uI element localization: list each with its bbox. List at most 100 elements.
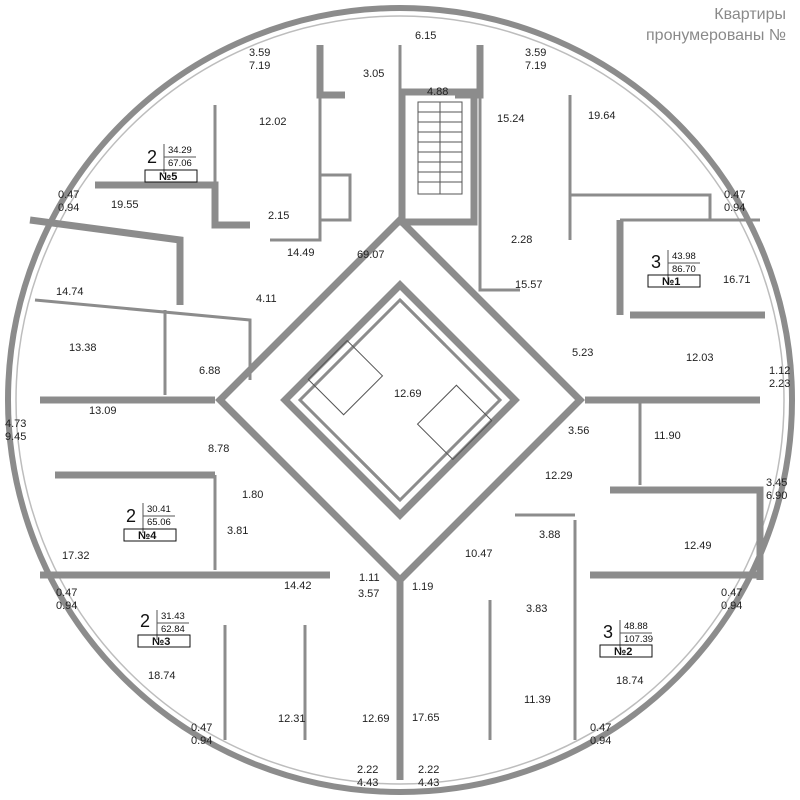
apt-1-total: 86.70 <box>672 264 696 275</box>
area-label: 12.02 <box>259 116 287 128</box>
area-label: 19.64 <box>588 110 616 122</box>
area-label: 0.47 <box>590 722 611 734</box>
area-label: 15.24 <box>497 113 525 125</box>
area-label: 6.88 <box>199 365 220 377</box>
area-label: 6.15 <box>415 30 436 42</box>
area-label: 6.90 <box>766 490 787 502</box>
apt-5-living: 34.29 <box>168 145 192 156</box>
corridor-ring <box>215 215 585 585</box>
area-label: 0.94 <box>724 202 745 214</box>
area-label: 12.29 <box>545 470 573 482</box>
apt-4-rooms: 2 <box>126 506 136 526</box>
apt-5-rooms: 2 <box>147 147 157 167</box>
apartment-badge-4: 2 30.41 65.06 №4 <box>123 503 177 542</box>
area-label: 11.90 <box>654 430 681 442</box>
area-label: 0.94 <box>191 735 212 747</box>
area-label: 12.03 <box>686 352 714 364</box>
area-label: 5.23 <box>572 347 593 359</box>
apt-4-living: 30.41 <box>147 504 171 515</box>
apt-4-total: 65.06 <box>147 517 171 528</box>
area-label: 10.47 <box>465 548 493 560</box>
outer-wall <box>5 5 795 795</box>
area-label: 4.43 <box>357 777 378 789</box>
area-label: 12.69 <box>362 713 390 725</box>
room-area-labels: 6.15 3.59 7.19 3.59 7.19 3.05 4.88 12.02… <box>5 30 790 789</box>
area-label: 3.45 <box>766 477 787 489</box>
central-diamond <box>280 280 520 520</box>
apt-1-rooms: 3 <box>651 252 661 272</box>
area-label: 18.74 <box>148 670 176 682</box>
area-label: 3.05 <box>363 68 384 80</box>
area-label: 1.12 <box>769 365 790 377</box>
area-label: 3.59 <box>525 47 546 59</box>
area-label: 14.49 <box>287 247 315 259</box>
area-label: 2.28 <box>511 234 532 246</box>
area-label: 13.38 <box>69 342 97 354</box>
area-label: 0.47 <box>58 189 79 201</box>
apartment-badge-1: 3 43.98 86.70 №1 <box>647 250 701 288</box>
apt-4-label: №4 <box>138 530 157 542</box>
apartment-badge-2: 3 48.88 107.39 №2 <box>599 620 653 658</box>
area-label: 12.31 <box>278 713 306 725</box>
area-label: 0.47 <box>56 587 77 599</box>
partition-walls <box>29 45 765 780</box>
area-label: 3.59 <box>249 47 270 59</box>
apartment-badge-3: 2 31.43 62.84 №3 <box>137 610 191 648</box>
area-label: 2.23 <box>769 378 790 390</box>
area-label: 0.94 <box>590 735 611 747</box>
area-label: 16.71 <box>723 274 751 286</box>
area-label: 19.55 <box>111 199 139 211</box>
area-label: 0.47 <box>191 722 212 734</box>
area-label: 0.94 <box>58 202 79 214</box>
area-label: 4.43 <box>418 777 439 789</box>
area-label: 11.39 <box>524 694 551 706</box>
area-label: 2.15 <box>268 210 289 222</box>
apt-2-label: №2 <box>614 646 632 658</box>
area-label: 17.65 <box>412 712 440 724</box>
legend-line-1: Квартиры <box>714 6 786 23</box>
area-label: 1.11 <box>359 572 380 584</box>
area-label: 14.74 <box>56 286 84 298</box>
apt-5-total: 67.06 <box>168 158 192 169</box>
outer-glazing <box>15 15 785 785</box>
area-label: 15.57 <box>515 279 543 291</box>
area-label: 0.47 <box>721 587 742 599</box>
area-label: 13.09 <box>89 405 117 417</box>
area-label: 0.94 <box>56 600 77 612</box>
area-label: 7.19 <box>249 60 270 72</box>
area-label: 12.69 <box>394 388 422 400</box>
area-label: 2.22 <box>357 764 378 776</box>
area-label: 69.07 <box>357 249 385 261</box>
area-label: 7.19 <box>525 60 546 72</box>
area-label: 17.32 <box>62 550 90 562</box>
stair-core <box>398 88 478 226</box>
apt-3-total: 62.84 <box>161 624 185 635</box>
area-label: 4.88 <box>427 86 448 98</box>
plan-legend: Квартиры пронумерованы № <box>586 4 786 46</box>
area-label: 8.78 <box>208 443 229 455</box>
apt-2-total: 107.39 <box>624 634 653 645</box>
area-label: 4.11 <box>256 293 277 305</box>
area-label: 2.22 <box>418 764 439 776</box>
apt-3-label: №3 <box>152 636 170 648</box>
area-label: 0.94 <box>721 600 742 612</box>
area-label: 12.49 <box>684 540 712 552</box>
apt-1-label: №1 <box>662 276 680 288</box>
area-label: 9.45 <box>5 431 26 443</box>
apt-2-rooms: 3 <box>603 622 613 642</box>
area-label: 0.47 <box>724 189 745 201</box>
area-label: 3.81 <box>227 525 248 537</box>
area-label: 4.73 <box>5 418 26 430</box>
area-label: 3.88 <box>539 529 560 541</box>
area-label: 3.57 <box>358 588 379 600</box>
area-label: 1.80 <box>242 489 263 501</box>
area-label: 18.74 <box>616 675 644 687</box>
apt-1-living: 43.98 <box>672 251 696 262</box>
apt-3-living: 31.43 <box>161 611 185 622</box>
area-label: 3.56 <box>568 425 589 437</box>
apt-2-living: 48.88 <box>624 621 648 632</box>
apt-5-label: №5 <box>159 171 177 183</box>
apartment-badge-5: 2 34.29 67.06 №5 <box>144 144 198 183</box>
area-label: 3.83 <box>526 603 547 615</box>
